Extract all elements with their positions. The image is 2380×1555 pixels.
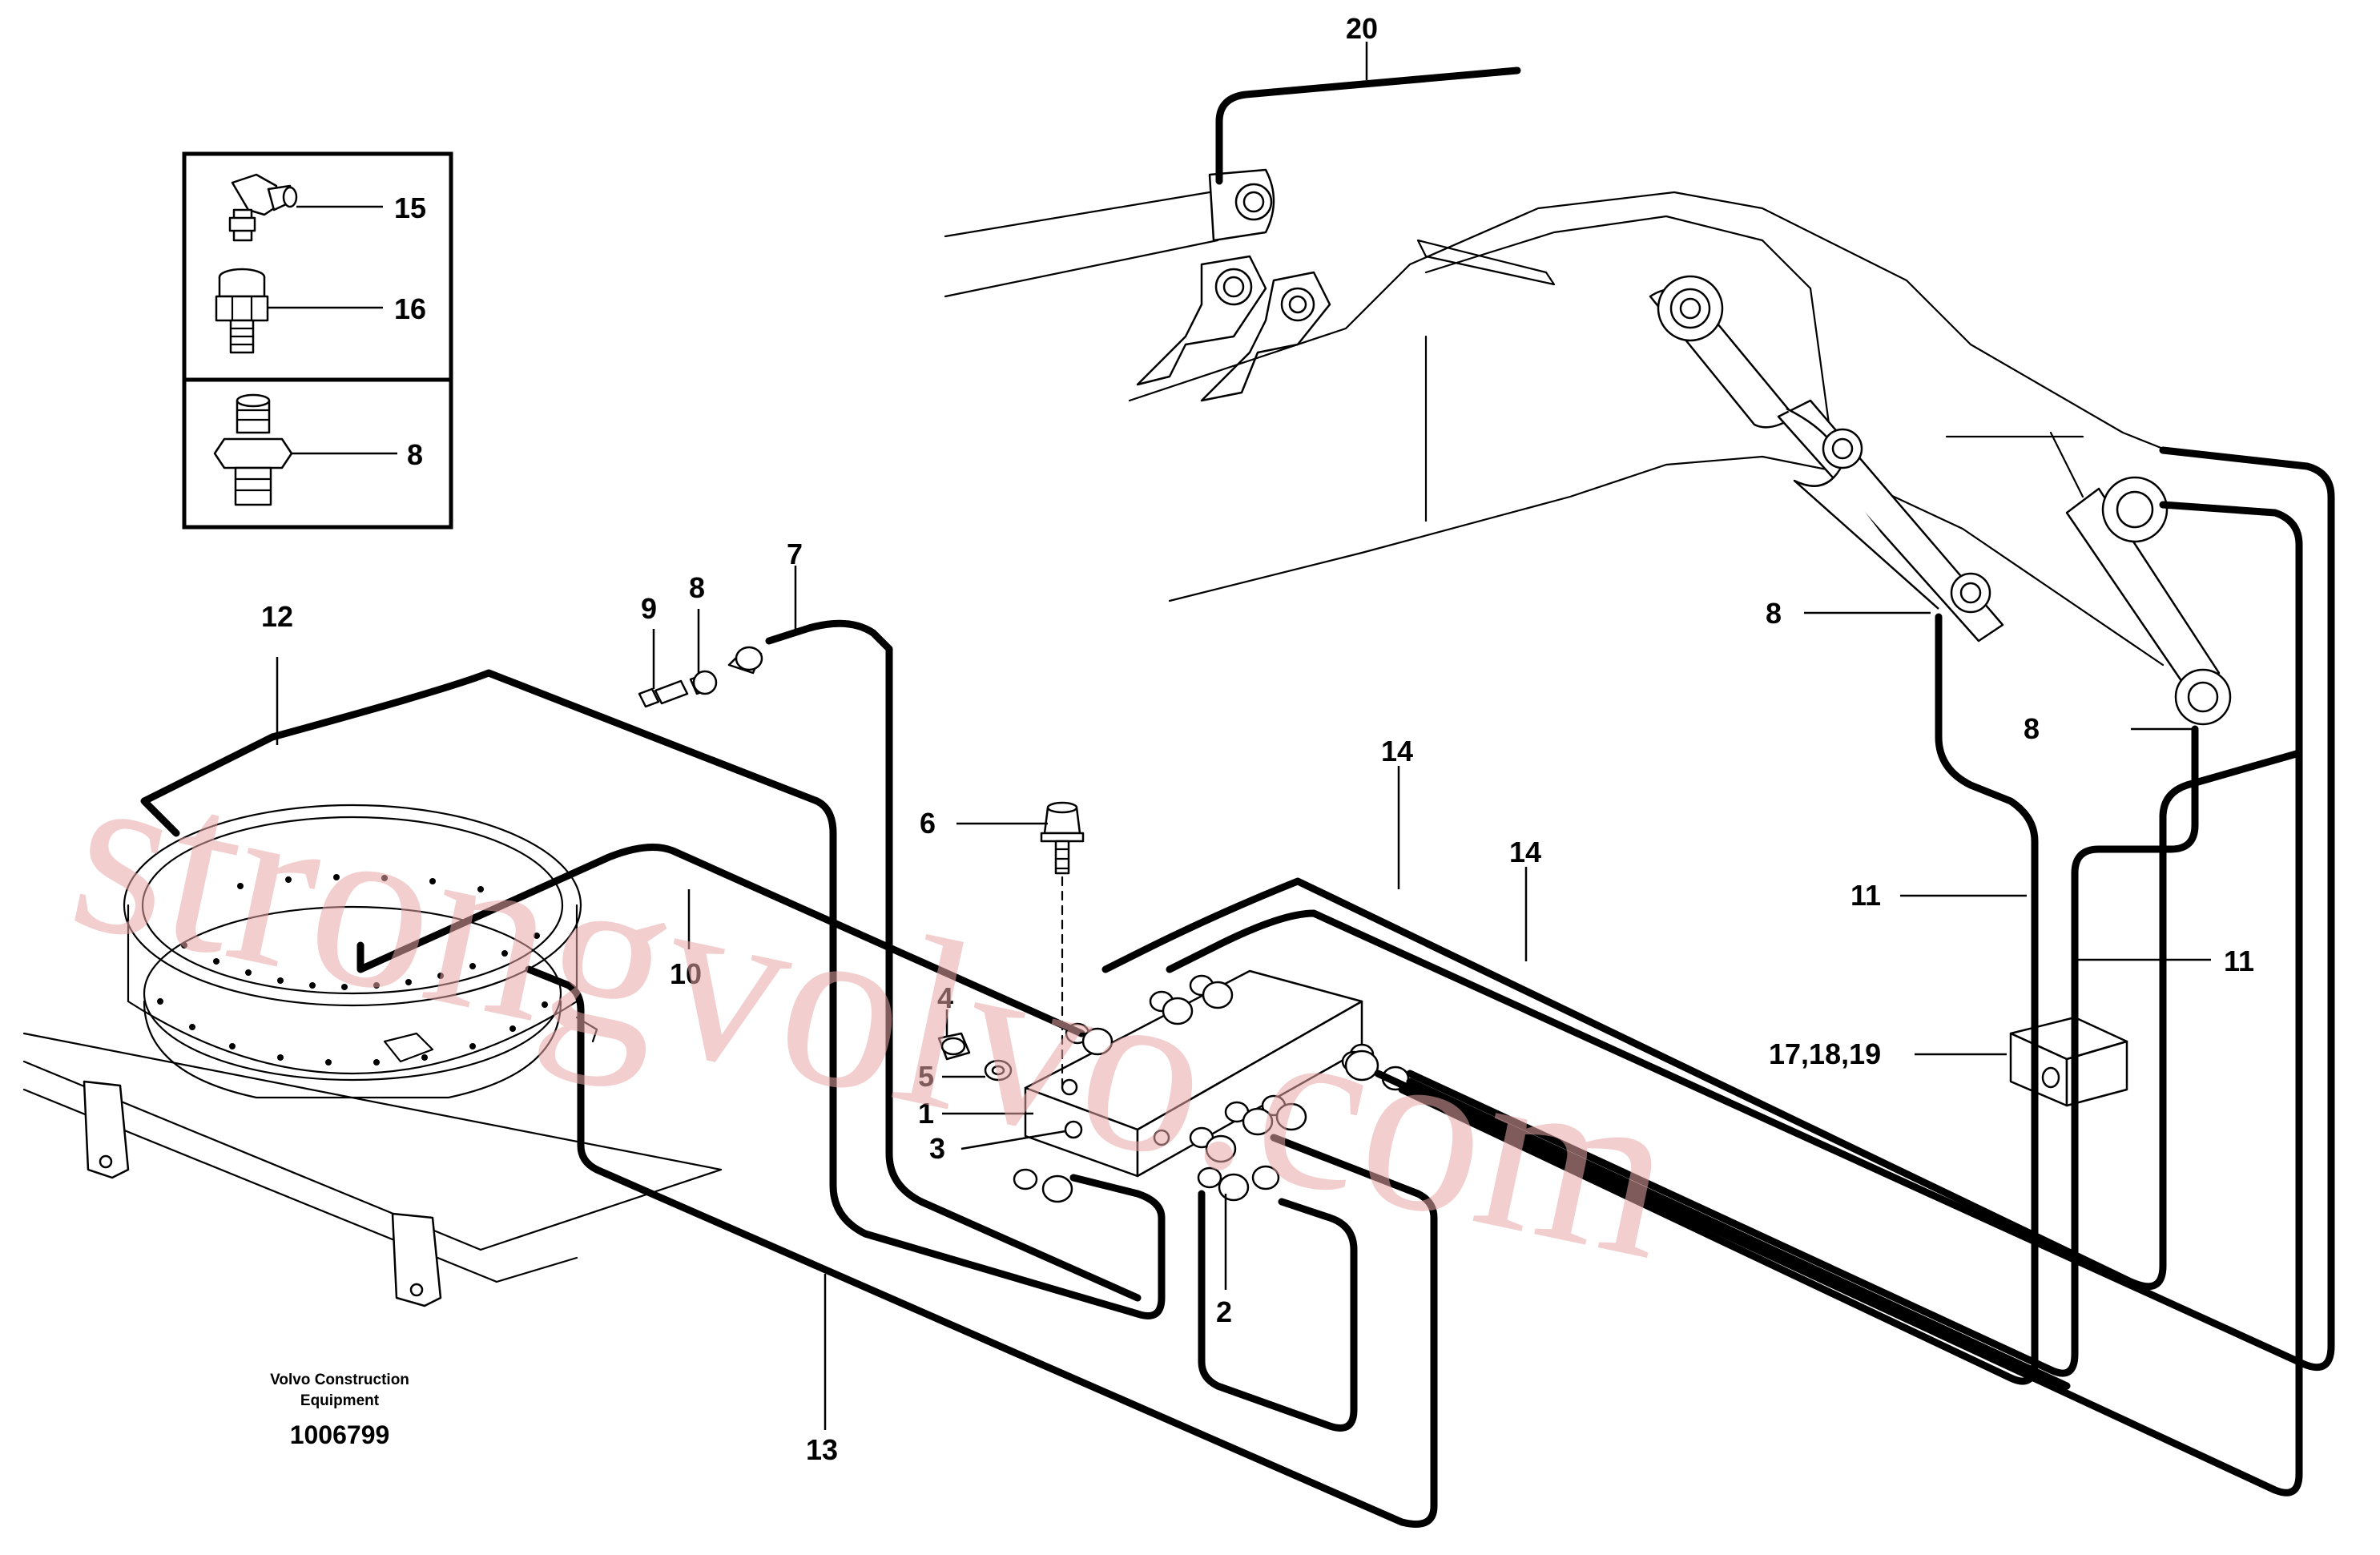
- junction-box-icon: [2009, 1016, 2128, 1107]
- callout-16: 16: [394, 292, 426, 325]
- callout-8-upper: 8: [1766, 597, 1782, 630]
- bolt-icon: [1040, 801, 1085, 1087]
- boom-structure: [944, 168, 2232, 726]
- undercarriage-frame: [22, 1032, 723, 1307]
- callout-6: 6: [920, 807, 936, 840]
- watermark-text: strongvolvo.com: [53, 712, 1695, 1310]
- callout-8-inset: 8: [407, 438, 423, 471]
- elbow-fitting-icon: [228, 173, 298, 242]
- callout-11-a: 11: [1850, 879, 1881, 912]
- callout-3: 3: [929, 1132, 945, 1165]
- callout-4: 4: [937, 981, 953, 1014]
- parts-inset-box: 15 16 8: [182, 151, 453, 530]
- callout-labels: 20 12 9 8 7 6 4 5 1 3 2 10 13 14 14 8 8 …: [261, 12, 2254, 1466]
- callout-10: 10: [670, 957, 702, 990]
- document-number: 1006799: [290, 1420, 390, 1449]
- callout-13: 13: [806, 1433, 838, 1466]
- washer-icon: [984, 1059, 1013, 1082]
- plug-icon: [937, 1032, 971, 1061]
- callout-12: 12: [261, 600, 293, 633]
- callout-2: 2: [1216, 1295, 1232, 1328]
- ring-bolt-holes: [157, 874, 548, 1066]
- leader-lines: [276, 42, 2211, 1430]
- grease-nipple-icon: [213, 393, 293, 506]
- callout-5: 5: [918, 1060, 934, 1093]
- callout-14-a: 14: [1381, 735, 1413, 767]
- callout-14-b: 14: [1509, 836, 1541, 868]
- pipe-network: [140, 66, 2335, 1528]
- callout-8-lower: 8: [2024, 712, 2040, 745]
- callout-15: 15: [394, 191, 426, 224]
- block-fittings: [1013, 974, 1410, 1203]
- callout-9: 9: [641, 592, 657, 625]
- callout-17-18-19: 17,18,19: [1769, 1037, 1881, 1070]
- credit-block: Volvo Construction Equipment 1006799: [270, 1372, 409, 1449]
- callout-20: 20: [1346, 12, 1378, 45]
- credit-line-2: Equipment: [300, 1392, 380, 1409]
- nipple-chain-icon: [638, 646, 763, 708]
- callout-8-mid: 8: [689, 571, 705, 604]
- callout-11-b: 11: [2224, 945, 2254, 977]
- slewing-ring: [123, 804, 598, 1099]
- callout-1: 1: [918, 1097, 934, 1130]
- callout-7: 7: [787, 538, 803, 570]
- credit-line-1: Volvo Construction: [270, 1372, 409, 1388]
- nut-fitting-icon: [215, 268, 269, 354]
